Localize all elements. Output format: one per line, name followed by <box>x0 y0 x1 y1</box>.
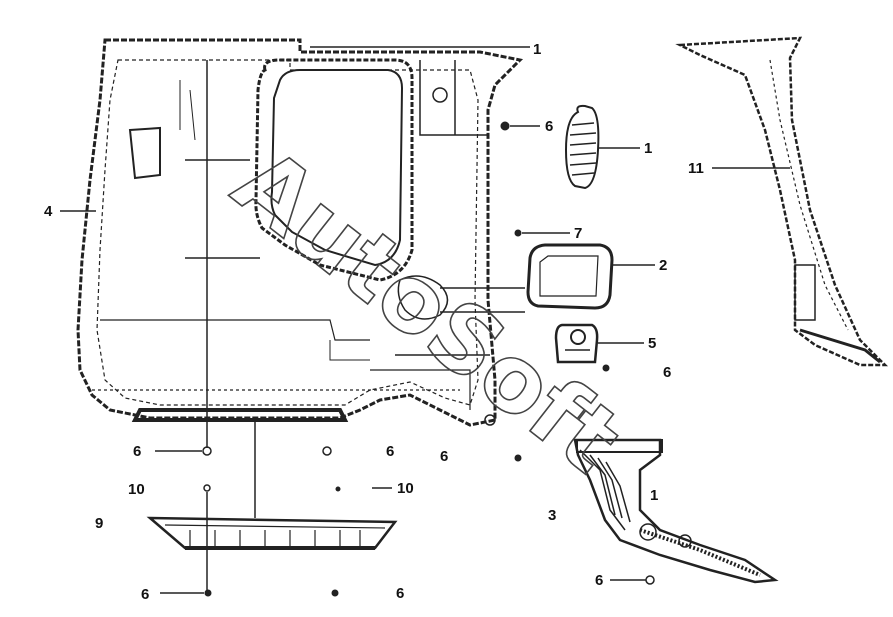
callout-label: 3 <box>548 507 557 524</box>
main-side-panel <box>76 38 524 427</box>
part-5-latch <box>554 323 599 364</box>
part-11-pillar-trim <box>675 36 889 367</box>
callout-label: 1 <box>533 41 542 58</box>
part-1-vent <box>564 104 600 190</box>
callout-label: 6 <box>440 448 449 465</box>
callout-label: 1 <box>650 487 659 504</box>
part-2-cover <box>526 243 614 310</box>
part-9-sill-strip <box>146 516 398 550</box>
callout-label: 6 <box>595 572 604 589</box>
callout-label: 6 <box>386 443 395 460</box>
callout-label: 10 <box>128 481 145 498</box>
callout-label: 9 <box>95 515 104 532</box>
watermark-text: AutoSoft <box>214 128 640 494</box>
callout-label: 6 <box>545 118 554 135</box>
leader-lines <box>60 46 790 594</box>
callout-label: 5 <box>648 335 657 352</box>
callout-label: 6 <box>396 585 405 602</box>
callout-label: 6 <box>141 586 150 603</box>
callout-label: 7 <box>574 225 583 242</box>
callout-label: 6 <box>663 364 672 381</box>
callout-label: 6 <box>133 443 142 460</box>
callout-label: 2 <box>659 257 668 274</box>
callout-label: 1 <box>644 140 653 157</box>
callout-label: 11 <box>688 160 704 177</box>
callout-label: 4 <box>44 203 53 220</box>
callout-label: 10 <box>397 480 414 497</box>
part-3-lower-trim <box>573 438 779 584</box>
